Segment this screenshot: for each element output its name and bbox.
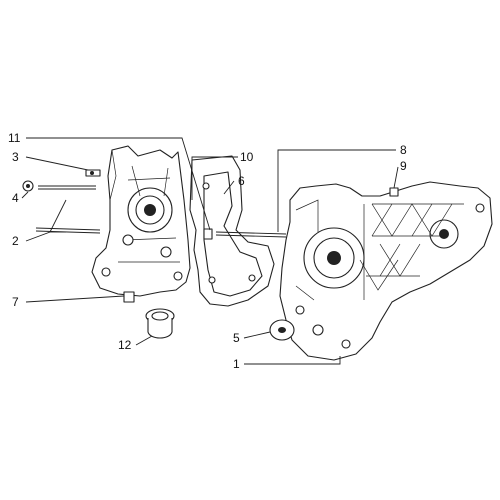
callout-2: 2 (12, 234, 19, 248)
callout-11: 11 (8, 131, 21, 145)
callout-5: 5 (233, 331, 240, 345)
callout-6: 6 (238, 174, 245, 188)
callout-3: 3 (12, 150, 19, 164)
callout-12: 12 (118, 338, 132, 352)
callout-9: 9 (400, 159, 407, 173)
callout-7: 7 (12, 295, 19, 309)
long-studs (203, 228, 287, 240)
right-crankcase-half (279, 181, 493, 361)
screw (85, 169, 101, 177)
left-crankcase-half (91, 145, 191, 297)
plug (389, 187, 399, 197)
callout-4: 4 (12, 191, 19, 205)
leader-lines (21, 137, 399, 365)
dowel-pin (123, 291, 135, 303)
nut (22, 180, 34, 192)
callout-10: 10 (240, 150, 254, 164)
gasket (189, 155, 275, 307)
silent-block (269, 319, 295, 341)
callout-1: 1 (233, 357, 240, 371)
bushing (145, 308, 175, 339)
stud-bolts (35, 185, 101, 234)
callout-8: 8 (400, 143, 407, 157)
